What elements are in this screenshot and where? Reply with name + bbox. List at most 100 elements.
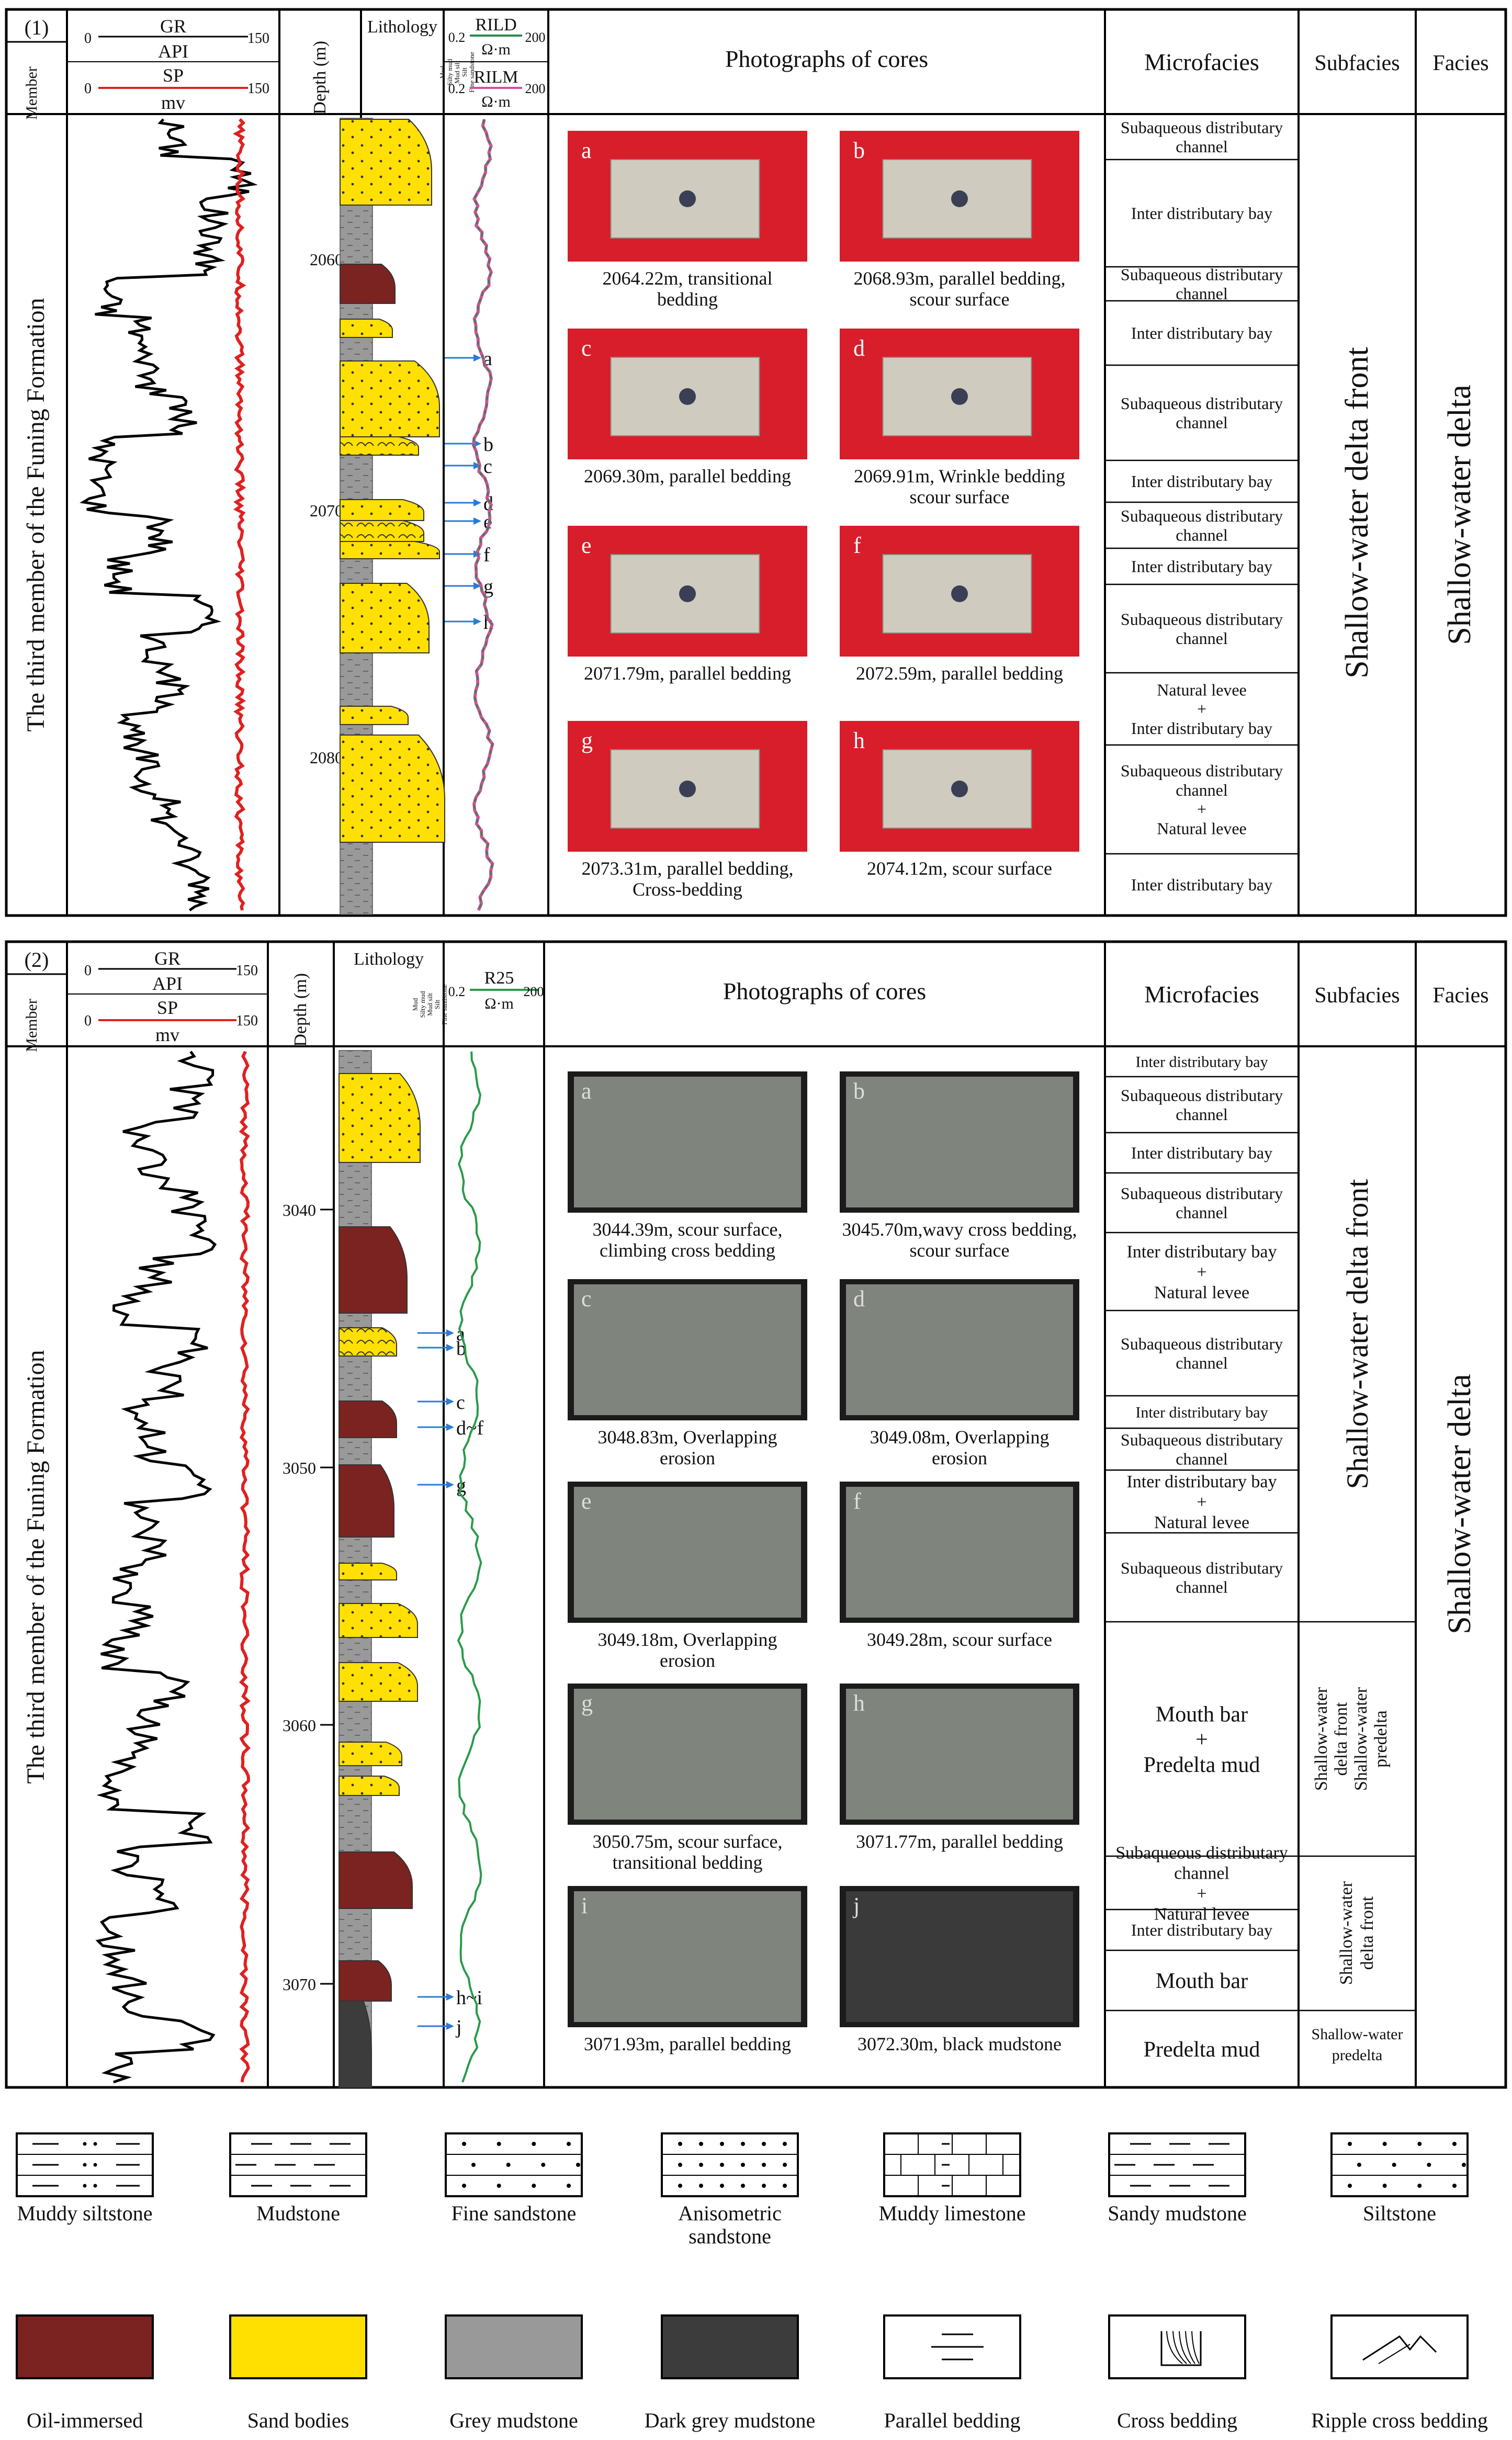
photo-letter: h [853, 1690, 865, 1716]
legend-dot [1357, 2163, 1361, 2167]
microfacies-label: Predelta mud [1144, 2038, 1260, 2062]
microfacies-label: channel [1174, 1863, 1229, 1883]
core-sample [846, 1284, 1073, 1415]
legend-dot [462, 2142, 466, 2146]
core-sample [574, 1891, 801, 2022]
grain-size-label: Silty mud [419, 991, 426, 1018]
lithology-bed-oil [338, 1851, 413, 1909]
legend-dot [741, 2163, 745, 2167]
grain-size-label: Fine sandstone [441, 984, 448, 1025]
photo-letter: j [852, 1893, 860, 1918]
grain-size-label: Silt [460, 67, 468, 77]
legend-box [1330, 2314, 1469, 2379]
r25-max: 200 [524, 984, 544, 999]
microfacies-label: Mouth bar [1156, 1969, 1248, 1993]
photo-caption: 2072.59m, parallel bedding [856, 663, 1063, 684]
lithology-bed-sand [338, 1563, 397, 1580]
photo-caption: 3044.39m, scour surface, [593, 1219, 783, 1240]
lithology-header: Lithology [367, 17, 437, 37]
legend-dot [1427, 2163, 1431, 2167]
legend-label: Sand bodies [247, 2409, 349, 2432]
photo-letter: c [581, 1286, 592, 1312]
gr-max: 150 [236, 963, 258, 979]
core-photo-f: f 3049.28m, scour surface [840, 1482, 1079, 1650]
microfacies-header: Microfacies [1144, 49, 1259, 75]
legend-dot [678, 2184, 682, 2188]
legend-swatch-2: Grey mudstone [445, 2314, 583, 2432]
microfacies-label: Subaqueous distributary [1121, 506, 1283, 525]
legend-symbol-1: Mudstone [229, 2132, 367, 2225]
photo-letter: f [853, 533, 861, 558]
gr-label: GR [160, 16, 186, 37]
sp-curve [239, 1050, 251, 2083]
microfacies-label: channel [1176, 1450, 1228, 1468]
legend-dot [93, 2184, 97, 2188]
photos-header: Photographs of cores [723, 978, 926, 1004]
subfacies-label: Shallow-water [1312, 2026, 1403, 2043]
legend-dot [83, 2163, 87, 2167]
core-sample [846, 1487, 1073, 1618]
sp-label: SP [157, 997, 178, 1018]
photo-letter: b [853, 138, 865, 163]
member-name: The third member of the Funing Formation [22, 298, 50, 731]
photo-letter: f [853, 1488, 861, 1514]
depth-header: Depth (m) [310, 41, 330, 115]
legend-dot [83, 2184, 87, 2188]
legend-box [445, 2132, 583, 2197]
rilm-unit: Ω·m [481, 93, 511, 110]
lithology-bed-sand [340, 499, 424, 521]
legend-dot [1417, 2184, 1422, 2188]
panel-frame [5, 940, 1507, 2089]
microfacies-label: Natural levee [1157, 819, 1246, 838]
rild-label: RILD [475, 15, 516, 35]
photo-caption: 2074.12m, scour surface [867, 858, 1052, 879]
microfacies-label: + [1197, 1884, 1206, 1903]
legend-cross-line [1185, 2331, 1195, 2364]
lithology-bed-ripple [338, 1327, 397, 1357]
microfacies-label: Inter distributary bay [1131, 875, 1272, 894]
legend-dot [720, 2184, 724, 2188]
depth-tick-label: 3040 [283, 1201, 316, 1219]
sample-arrow-label: h~i [456, 1987, 482, 2009]
lithology-bed-oil [340, 264, 396, 304]
legend-label: Parallel bedding [884, 2409, 1020, 2432]
sample-arrow-head [446, 1481, 454, 1488]
legend-box [661, 2132, 799, 2197]
coin-scale [951, 781, 968, 797]
legend-dot [1392, 2163, 1396, 2167]
r25-min: 0.2 [448, 984, 466, 999]
legend-cross-frame [1160, 2331, 1202, 2366]
microfacies-header: Microfacies [1144, 981, 1259, 1008]
panel-frame [5, 8, 1507, 917]
photo-caption: erosion [932, 1448, 987, 1468]
sp-max: 150 [236, 1013, 258, 1029]
legend-dot [1348, 2184, 1352, 2188]
sample-arrow-head [446, 1993, 454, 2001]
rilm-label: RILM [474, 67, 518, 87]
microfacies-label: Subaqueous distributary [1121, 1558, 1283, 1577]
legend-dot [576, 2163, 580, 2167]
gr-min: 0 [84, 963, 92, 979]
lithology-bed-oil [338, 1400, 397, 1438]
legend-dot [741, 2142, 745, 2146]
member-header: Member [23, 66, 40, 120]
sample-arrow-head [473, 440, 481, 447]
depth-tick-label: 3060 [283, 1716, 316, 1735]
subfacies-label: Shallow-water [1312, 1687, 1331, 1791]
subfacies-header: Subfacies [1314, 51, 1400, 75]
legend-label: Sandy mudstone [1108, 2201, 1247, 2225]
legend-swatch-5: Cross bedding [1108, 2314, 1246, 2432]
lithology-bed-sand [340, 360, 440, 437]
core-sample [574, 1077, 801, 1207]
coin-scale [951, 585, 968, 602]
microfacies-label: channel [1176, 1353, 1228, 1372]
legend-dot [497, 2142, 501, 2146]
photo-caption: 3049.28m, scour surface [867, 1629, 1052, 1650]
subfacies-label: delta front [1332, 1702, 1351, 1776]
